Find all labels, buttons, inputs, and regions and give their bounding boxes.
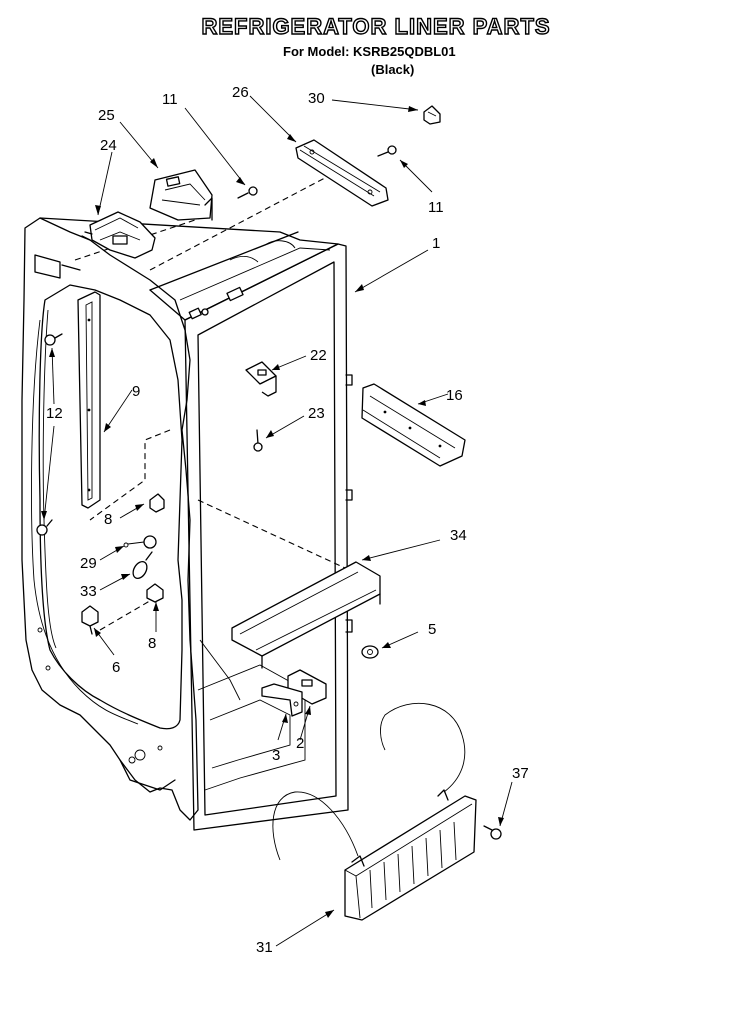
screw-part-11-left bbox=[237, 186, 258, 199]
fastener-part-12-lower bbox=[36, 519, 53, 536]
callout-labels: 11 25 24 26 30 11 1 22 23 16 9 12 8 34 2… bbox=[46, 84, 529, 956]
callout-25: 25 bbox=[98, 107, 115, 124]
model-line: For Model: KSRB25QDBL01 bbox=[283, 44, 456, 59]
callout-9: 9 bbox=[132, 383, 140, 400]
callout-1: 1 bbox=[432, 235, 440, 252]
callout-16: 16 bbox=[446, 387, 463, 404]
callout-6: 6 bbox=[112, 659, 120, 676]
callout-22: 22 bbox=[310, 347, 327, 364]
screw-part-37 bbox=[483, 825, 502, 840]
top-rail-part-26 bbox=[295, 139, 389, 207]
shelf-support-part-16 bbox=[361, 383, 466, 467]
callout-31: 31 bbox=[256, 939, 273, 956]
page-title: REFRIGERATOR LINER PARTS bbox=[201, 13, 551, 39]
fastener-part-12-upper bbox=[44, 333, 63, 346]
clip-part-8-upper bbox=[149, 493, 165, 513]
bracket-part-25 bbox=[149, 169, 213, 221]
callout-3: 3 bbox=[272, 747, 280, 764]
bracket-part-3 bbox=[261, 683, 303, 717]
callout-33: 33 bbox=[80, 583, 97, 600]
callout-29: 29 bbox=[80, 555, 97, 572]
callout-24: 24 bbox=[100, 137, 117, 154]
clip-part-6 bbox=[81, 605, 99, 635]
color-line: (Black) bbox=[371, 62, 415, 77]
nut-part-5 bbox=[361, 645, 379, 659]
bulb-part-33 bbox=[132, 551, 153, 580]
clip-part-30 bbox=[423, 105, 441, 125]
clip-part-29 bbox=[123, 535, 157, 549]
callout-5: 5 bbox=[428, 621, 436, 638]
control-housing-part-24 bbox=[81, 211, 156, 259]
clip-part-8-lower bbox=[146, 583, 164, 603]
bracket-part-22 bbox=[245, 361, 277, 397]
callout-8-lower: 8 bbox=[148, 635, 156, 652]
callout-23: 23 bbox=[308, 405, 325, 422]
callout-37: 37 bbox=[512, 765, 529, 782]
callout-12: 12 bbox=[46, 405, 63, 422]
callout-11-right: 11 bbox=[428, 199, 444, 216]
screw-part-11-right bbox=[377, 145, 397, 157]
callout-8-upper: 8 bbox=[104, 511, 112, 528]
refrigerator-liner-part-1 bbox=[21, 169, 353, 831]
vertical-channel-part-9 bbox=[77, 291, 101, 509]
callout-34: 34 bbox=[450, 527, 467, 544]
callout-11-top: 11 bbox=[162, 91, 178, 108]
screw-part-23 bbox=[253, 429, 263, 452]
cover-part-34 bbox=[231, 561, 381, 669]
crisper-panel-part-31 bbox=[272, 702, 477, 921]
callout-26: 26 bbox=[232, 84, 249, 101]
leader-lines bbox=[41, 95, 513, 947]
callout-30: 30 bbox=[308, 90, 325, 107]
callout-2: 2 bbox=[296, 735, 304, 752]
